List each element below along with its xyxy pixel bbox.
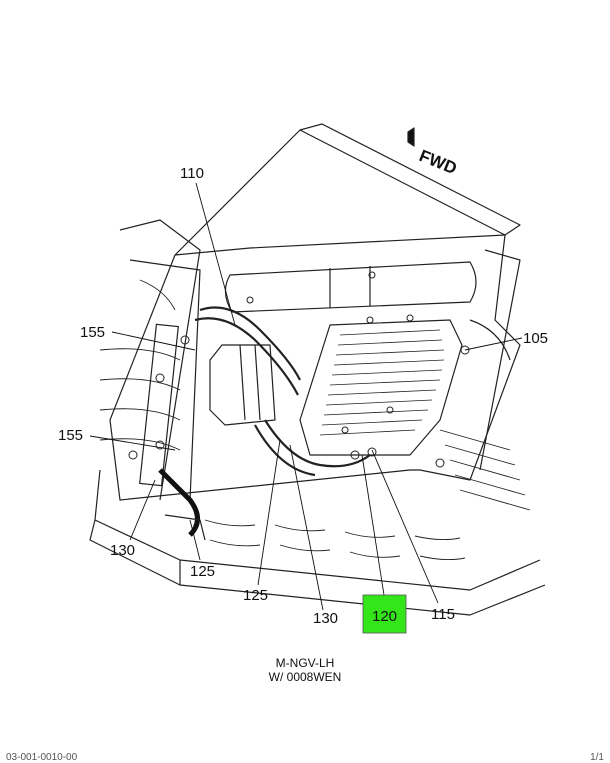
callout-155-lower[interactable]: 155 [58, 427, 83, 444]
footer-right: 1/1 [590, 752, 604, 763]
plate-top-edge [174, 234, 506, 256]
leader-155a [111, 331, 196, 351]
controller-housing [299, 319, 463, 456]
fwd-label: FWD [417, 146, 460, 178]
callout-125-left[interactable]: 125 [190, 563, 215, 580]
leader-105 [464, 337, 523, 351]
leader-110 [195, 182, 236, 326]
floor-ribs [204, 429, 531, 561]
footer-left: 03-001-0010-00 [6, 752, 78, 763]
leader-lines [89, 182, 523, 611]
fwd-arrow-icon [407, 127, 415, 147]
junction-box [209, 344, 276, 426]
cable-130 [158, 468, 200, 537]
highlight-box[interactable] [362, 594, 407, 634]
callout-105[interactable]: 105 [523, 330, 548, 347]
upper-tank [224, 261, 477, 313]
chassis-drawing [89, 123, 546, 616]
right-frame [479, 249, 521, 471]
leader-130a [129, 479, 156, 541]
wire-harness [194, 306, 371, 477]
callout-130-left[interactable]: 130 [110, 542, 135, 559]
heatsink-fins [319, 329, 445, 436]
bolts [128, 271, 470, 468]
caption-line-1: M-NGV-LH [275, 656, 335, 670]
leader-125a [189, 519, 201, 561]
left-frame [119, 219, 201, 501]
leader-115 [371, 449, 439, 604]
callout-120[interactable]: 120 [372, 608, 397, 625]
leader-125b [257, 439, 281, 586]
callout-115[interactable]: 115 [431, 606, 455, 623]
leader-155b [89, 435, 176, 451]
callout-125-center[interactable]: 125 [243, 587, 268, 604]
callout-130-center[interactable]: 130 [313, 610, 338, 627]
left-bracket [139, 323, 179, 487]
leader-130b [289, 444, 324, 611]
callout-155-upper[interactable]: 155 [80, 324, 105, 341]
callout-110[interactable]: 110 [180, 165, 204, 182]
leader-120 [361, 454, 385, 596]
clamp-125 [164, 514, 206, 541]
mounting-plate [109, 129, 521, 501]
caption-line-2: W/ 0008WEN [268, 670, 342, 684]
